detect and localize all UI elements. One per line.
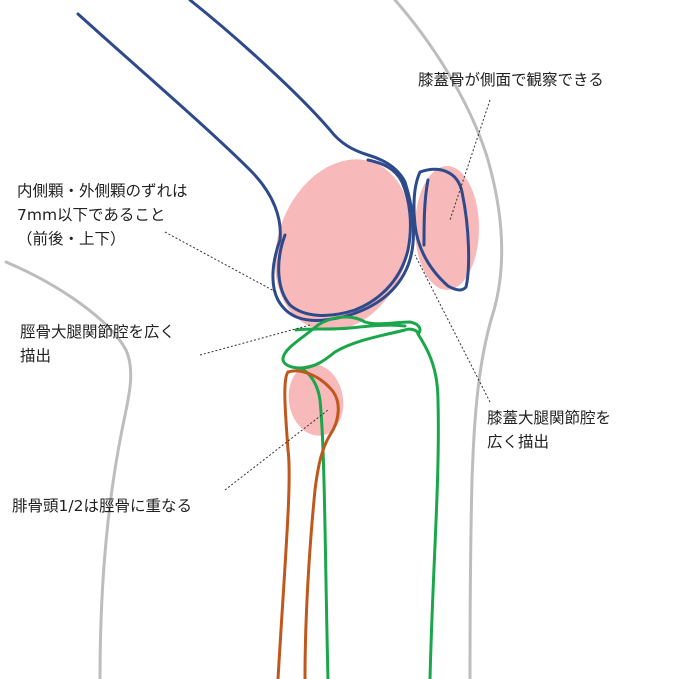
leader-fibula	[224, 409, 329, 491]
fibula-head	[286, 369, 340, 679]
patella-inner-line	[422, 178, 430, 247]
tibia	[281, 315, 440, 679]
fibula-head-highlight	[288, 364, 344, 436]
text-labels: 膝蓋骨が側面で観察できる 内側顆・外側顆のずれは 7mm以下であること （前後・…	[12, 71, 616, 515]
skin-back-outline	[4, 260, 133, 679]
label-condyles: 内側顆・外側顆のずれは 7mm以下であること （前後・上下）	[17, 182, 192, 248]
tibia-plateau-upper	[316, 315, 422, 336]
leader-tibiofemoral	[199, 324, 311, 356]
label-fibula: 腓骨頭1/2は脛骨に重なる	[12, 497, 192, 515]
fibula	[276, 369, 340, 679]
femur-posterior-shaft	[76, 0, 415, 322]
condyle-highlight	[274, 159, 412, 331]
fibula-outline	[276, 370, 291, 679]
leader-lines	[164, 99, 491, 491]
leader-patellofemoral	[414, 254, 491, 403]
femur	[76, 0, 415, 322]
label-patella: 膝蓋骨が側面で観察できる	[418, 71, 604, 89]
tibia-anterior-shaft	[298, 366, 330, 679]
skin-front-outline	[393, 0, 504, 679]
patella-outline	[412, 167, 471, 292]
leader-condyles	[164, 231, 277, 293]
patella	[412, 167, 471, 292]
label-patellofemoral: 膝蓋大腿関節腔を 広く描出	[487, 409, 616, 451]
tibia-plateau-lower	[294, 323, 407, 332]
skin-outline	[4, 0, 504, 679]
leader-patella	[449, 99, 491, 221]
femur-second-condyle	[277, 158, 412, 317]
label-tibiofemoral: 脛骨大腿関節腔を広く 描出	[20, 323, 180, 365]
tibia-posterior-shaft	[281, 323, 440, 679]
